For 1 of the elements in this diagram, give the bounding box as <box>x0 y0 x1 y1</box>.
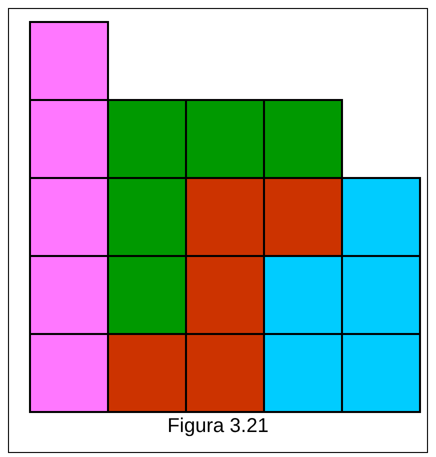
figure-caption: Figura 3.21 <box>166 414 270 439</box>
